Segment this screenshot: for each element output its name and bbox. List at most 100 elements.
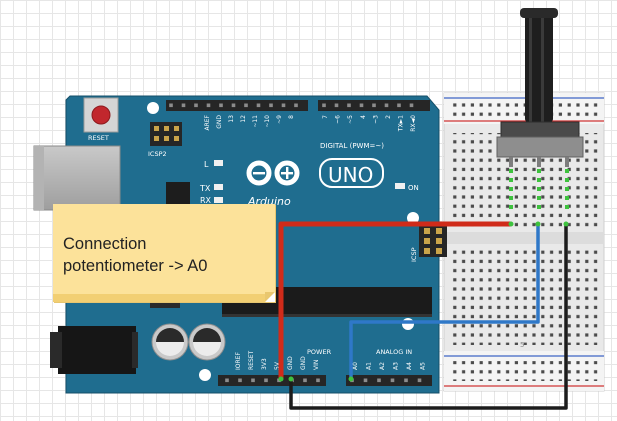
- power-pin: [303, 378, 307, 383]
- digital-pin: [194, 103, 198, 108]
- power-pin: [225, 378, 229, 383]
- power-pin-label: RESET: [248, 350, 255, 370]
- digital-pin-label: 4: [360, 115, 367, 119]
- digital-pin-label: 7: [322, 115, 329, 119]
- icsp2-header: [150, 122, 182, 146]
- wire-black-gnd: [289, 225, 568, 410]
- digital-pin: [409, 103, 414, 108]
- digital-pin-label: ~5: [347, 115, 354, 124]
- mounting-hole: [407, 212, 419, 224]
- digital-pin: [269, 103, 273, 108]
- digital-pin-label: ~11: [252, 115, 259, 128]
- analog-pin-label: A2: [379, 362, 386, 370]
- digital-pin: [372, 103, 376, 108]
- digital-pin: [219, 103, 223, 108]
- arduino-logo: [246, 160, 300, 186]
- reset-label: RESET: [88, 134, 109, 142]
- analog-pin: [377, 378, 381, 383]
- wire-end: [278, 376, 284, 382]
- digital-pin-label: 12: [240, 115, 247, 123]
- note-folded-corner: [265, 292, 275, 302]
- note-bottom-stripe: [53, 294, 275, 302]
- breadboard-connected-holes: [509, 160, 569, 209]
- wire-end: [508, 221, 514, 227]
- analog-pin-label: A0: [352, 362, 359, 370]
- digital-pin-label: ~10: [264, 115, 271, 128]
- icsp-pin1-label: 1: [413, 214, 417, 222]
- power-pin-label: IOREF: [235, 352, 242, 370]
- analog-header: [346, 375, 432, 386]
- digital-pin-label: 13: [228, 115, 235, 123]
- power-pin: [316, 378, 320, 383]
- digital-pin-label: AREF: [204, 114, 211, 130]
- digital-pin: [384, 103, 389, 108]
- led-rx: [214, 197, 223, 203]
- digital-pin: [322, 103, 326, 108]
- wire-end: [348, 376, 354, 382]
- note-line-1: Connection: [63, 235, 147, 253]
- analog-pin-label: A5: [420, 362, 427, 370]
- reset-button-cap: [91, 105, 111, 125]
- digital-pin: [181, 103, 186, 108]
- power-pin-label: 5V: [274, 361, 281, 370]
- power-pin-label: GND: [300, 356, 307, 370]
- digital-pin: [294, 103, 298, 108]
- digital-pin-label: TX►1: [398, 115, 405, 132]
- power-pin: [238, 378, 242, 383]
- icsp-header: [419, 223, 447, 257]
- pot-pin-wiper: [537, 157, 541, 167]
- power-pin: [264, 378, 268, 383]
- digital-pin: [359, 103, 364, 108]
- power-pin-label: 3V3: [261, 358, 268, 370]
- breadboard-hole-grid-bottom: [451, 250, 601, 345]
- led-tx-label: TX: [199, 184, 211, 193]
- icsp-label: ICSP: [410, 247, 418, 262]
- analog-label: ANALOG IN: [376, 348, 412, 356]
- potentiometer-base: [496, 136, 584, 158]
- led-l: [214, 160, 223, 166]
- uno-logo-badge: [319, 158, 384, 188]
- led-l-label: L: [204, 160, 209, 169]
- digital-pin-label: 2: [385, 115, 392, 119]
- capacitors: [151, 323, 226, 361]
- digital-pin-label: GND: [216, 115, 223, 129]
- icsp2-label: ICSP2: [148, 150, 167, 158]
- led-rx-label: RX: [200, 196, 212, 205]
- potentiometer: [496, 8, 584, 167]
- analog-pin: [404, 378, 408, 383]
- wire-blue-a0: [349, 224, 540, 379]
- annotation-note: Connection potentiometer -> A0: [53, 204, 275, 302]
- digital-pin: [256, 103, 261, 108]
- digital-pin: [397, 103, 401, 108]
- power-header: [218, 375, 326, 386]
- breadboard-center-gap: [444, 232, 604, 244]
- power-pin-label: GND: [287, 356, 294, 370]
- digital-pin: [281, 103, 286, 108]
- uno-logo-text: UNO: [328, 163, 373, 187]
- analog-pin-labels: A0 A1 A2 A3 A4 A5: [352, 362, 427, 370]
- mounting-hole: [402, 318, 414, 330]
- digital-pin-label: ~3: [372, 115, 379, 124]
- digital-pin: [231, 103, 236, 108]
- digital-header: [166, 100, 430, 111]
- power-label: POWER: [307, 348, 332, 356]
- wire-end: [535, 221, 541, 227]
- analog-pin-label: A3: [393, 362, 400, 370]
- pot-pin-right: [565, 157, 569, 167]
- analog-pin-label: A1: [366, 362, 373, 370]
- on-label: ON: [408, 184, 419, 192]
- led-tx: [214, 184, 223, 190]
- digital-pin: [206, 103, 211, 108]
- digital-pin-label: 8: [288, 115, 295, 119]
- analog-pin: [363, 378, 368, 383]
- digital-pin: [334, 103, 339, 108]
- digital-pin-label: ~6: [335, 115, 342, 124]
- note-line-2: potentiometer -> A0: [63, 257, 208, 275]
- digital-pin-label: ~9: [276, 115, 283, 124]
- analog-pin: [417, 378, 422, 383]
- breadboard-row-label: 5: [520, 341, 524, 349]
- wire-end: [288, 376, 294, 382]
- analog-pin-label: A4: [406, 362, 413, 370]
